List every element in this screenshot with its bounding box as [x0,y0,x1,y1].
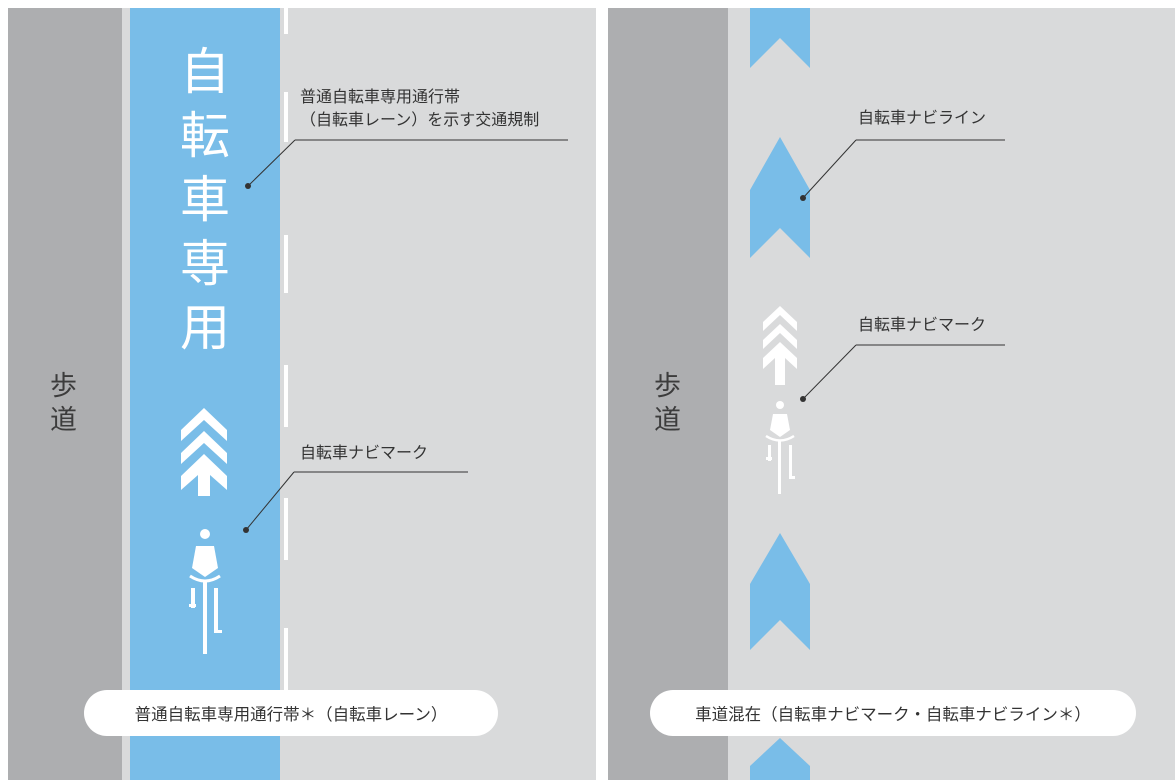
callout-label-navi-mark: 自転車ナビマーク [300,443,429,462]
lane-text-char: 用 [180,299,230,357]
sidewalk [8,8,122,780]
chevron-arrow-icon [181,408,227,496]
sidewalk-label-char: 歩 [50,371,77,402]
navi-line-chevrons [750,8,810,780]
sidewalk-label: 歩 道 [654,370,681,438]
sidewalk-label-char: 道 [654,405,681,436]
sidewalk-label: 歩 道 [50,370,77,438]
lane-edge-dashes [284,8,288,690]
sidewalk-label-char: 歩 [654,371,681,402]
chevron-arrow-icon [763,306,797,385]
callout-leader-lane-regulation [245,139,568,189]
caption-bike-lane: 普通自転車専用通行帯＊（自転車レーン） [84,690,498,736]
callout-label-navi-line: 自転車ナビライン [858,108,987,127]
bicycle-rider-icon [765,401,795,494]
left-panel-bike-lane: 歩 道 [8,8,596,780]
callout-leader-navi-mark [243,471,468,533]
lane-text-char: 車 [180,171,230,229]
bicycle-rider-icon [189,529,222,654]
caption-shared-road: 車道混在（自転車ナビマーク・自転車ナビライン＊） [650,690,1136,736]
callout-leader-navi-mark [800,344,1005,402]
sidewalk-label-char: 道 [50,405,77,436]
lane-text-char: 自 [180,43,230,101]
right-panel-shared-road: 歩 道 [608,8,1175,780]
callout-label-line: （自転車レーン）を示す交通規制 [300,110,540,129]
lane-marking-text: 自 転 車 専 用 [180,40,230,360]
callout-leader-navi-line [800,139,1005,201]
lane-text-char: 転 [180,107,230,165]
callout-label-navi-mark: 自転車ナビマーク [858,315,987,334]
callout-label-line: 普通自転車専用通行帯 [300,87,461,106]
lane-text-char: 専 [180,235,230,293]
sidewalk [608,8,728,780]
callout-label-lane-regulation: 普通自転車専用通行帯 （自転車レーン）を示す交通規制 [300,85,539,131]
